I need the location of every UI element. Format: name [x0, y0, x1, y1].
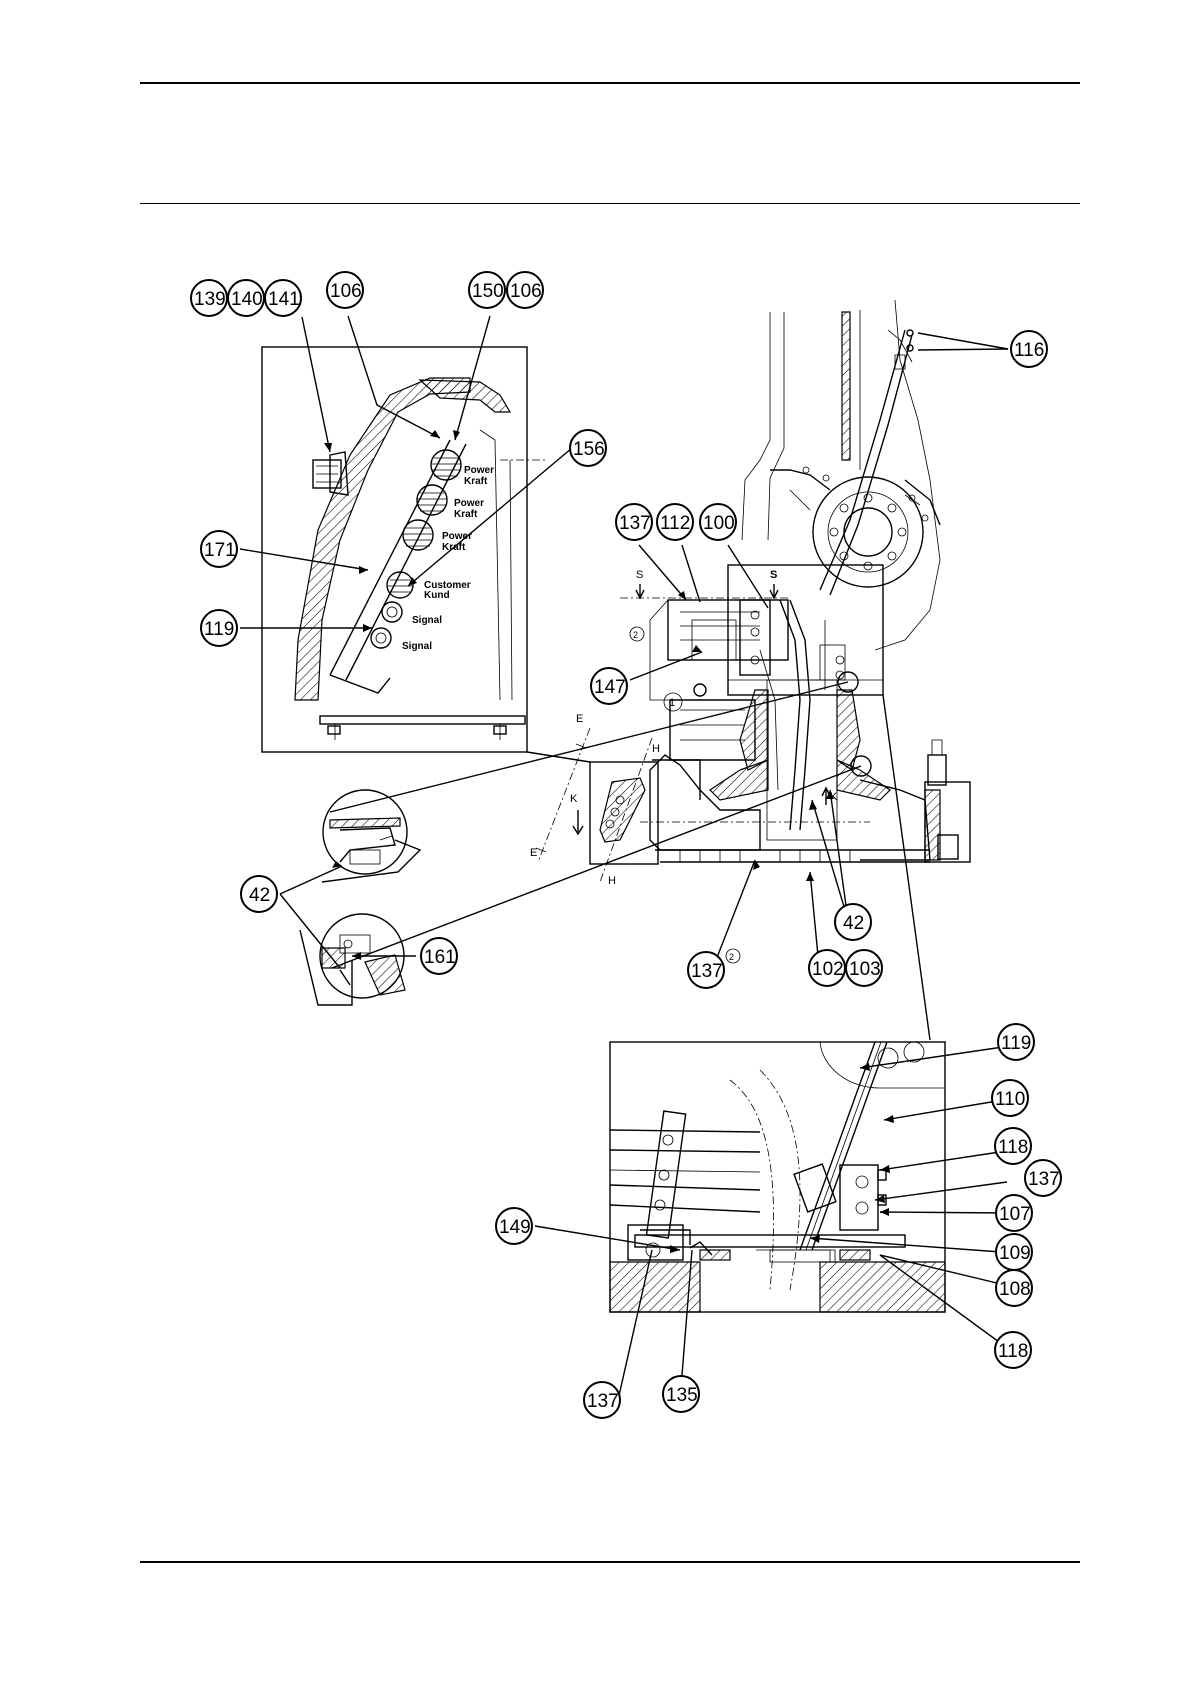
connector-signal-2 — [371, 628, 391, 648]
svg-text:107: 107 — [999, 1204, 1031, 1225]
small-panel-view: E E H H K — [530, 713, 660, 887]
svg-text:141: 141 — [268, 289, 300, 310]
callout-108: 108 — [996, 1270, 1032, 1306]
svg-text:137: 137 — [619, 513, 651, 534]
callout-137-c: 137 — [1025, 1160, 1061, 1196]
callout-135: 135 — [663, 1376, 699, 1412]
connector-power-1 — [431, 450, 461, 480]
callout-107: 107 — [996, 1195, 1032, 1231]
section-mark-h-top: H — [652, 743, 660, 755]
callout-118-b: 118 — [995, 1332, 1031, 1368]
main-assembly-view: S S — [620, 300, 970, 963]
section-mark-e-top: E — [576, 713, 583, 725]
callout-116: 116 — [1011, 331, 1047, 367]
svg-text:116: 116 — [1014, 340, 1044, 361]
section-mark-e-bottom: E — [530, 847, 537, 859]
callout-137-b: 137 — [688, 952, 724, 988]
detail-connection-box — [610, 1042, 945, 1312]
callout-161: 161 — [421, 938, 457, 974]
label-customer-sv: Kund — [424, 590, 450, 601]
callout-102: 102 — [809, 950, 845, 986]
callout-42-a: 42 — [241, 876, 277, 912]
svg-text:106: 106 — [510, 281, 542, 302]
callout-156: 156 — [570, 430, 606, 466]
callout-171: 171 — [201, 531, 237, 567]
svg-text:108: 108 — [999, 1279, 1031, 1300]
callout-119-b: 119 — [998, 1024, 1034, 1060]
callout-140: 140 — [228, 280, 264, 316]
label-signal-2: Signal — [402, 641, 432, 652]
connector-signal-1 — [382, 602, 402, 622]
svg-text:100: 100 — [703, 513, 735, 534]
svg-text:118: 118 — [998, 1137, 1028, 1158]
callout-119-a: 119 — [201, 610, 237, 646]
callout-149: 149 — [496, 1208, 532, 1244]
svg-text:135: 135 — [666, 1385, 698, 1406]
callout-109: 109 — [996, 1234, 1032, 1270]
svg-text:137: 137 — [587, 1391, 619, 1412]
svg-text:140: 140 — [231, 289, 263, 310]
svg-text:161: 161 — [424, 947, 456, 968]
callout-100: 100 — [700, 504, 736, 540]
label-power-2-sv: Kraft — [454, 509, 478, 520]
svg-text:147: 147 — [594, 677, 626, 698]
section-mark-h-bottom: H — [608, 875, 616, 887]
connector-power-3 — [403, 520, 433, 550]
svg-text:137: 137 — [1028, 1169, 1060, 1190]
callout-42-b: 42 — [835, 904, 871, 940]
section-mark-s-right: S — [770, 569, 777, 581]
callout-106-b: 106 — [507, 272, 543, 308]
svg-text:156: 156 — [573, 439, 605, 460]
detail-connector-panel: Power Kraft Power Kraft Power Kraft Cust… — [262, 347, 545, 752]
callout-139: 139 — [191, 280, 227, 316]
svg-text:137: 137 — [691, 961, 723, 982]
svg-text:102: 102 — [812, 959, 844, 980]
reference-circle-2-number: 2 — [633, 630, 638, 640]
reference-circle-2b-number: 2 — [729, 952, 734, 962]
svg-text:109: 109 — [999, 1243, 1031, 1264]
svg-text:139: 139 — [194, 289, 226, 310]
section-mark-s-left: S — [636, 569, 643, 581]
svg-text:118: 118 — [998, 1341, 1028, 1362]
callout-147: 147 — [591, 668, 627, 704]
svg-text:171: 171 — [204, 540, 236, 561]
svg-text:103: 103 — [849, 959, 881, 980]
section-mark-k-left: K — [570, 793, 578, 805]
callout-150: 150 — [469, 272, 505, 308]
callout-110: 110 — [992, 1080, 1028, 1116]
svg-text:106: 106 — [330, 281, 362, 302]
svg-text:150: 150 — [472, 281, 504, 302]
svg-text:119: 119 — [204, 619, 234, 640]
reference-circle-1-number: 1 — [669, 697, 675, 709]
svg-text:110: 110 — [995, 1089, 1025, 1110]
svg-text:42: 42 — [843, 913, 864, 934]
label-power-2-en: Power — [454, 498, 484, 509]
callout-103: 103 — [846, 950, 882, 986]
callout-137-a: 137 — [616, 504, 652, 540]
svg-text:42: 42 — [249, 885, 270, 906]
svg-text:112: 112 — [660, 513, 690, 534]
callout-112: 112 — [657, 504, 693, 540]
svg-text:119: 119 — [1001, 1033, 1031, 1054]
label-signal-1: Signal — [412, 615, 442, 626]
svg-text:149: 149 — [499, 1217, 531, 1238]
callout-106-a: 106 — [327, 272, 363, 308]
callout-141: 141 — [265, 280, 301, 316]
label-power-1-en: Power — [464, 465, 494, 476]
callout-118-a: 118 — [995, 1128, 1031, 1164]
callout-137-d: 137 — [584, 1382, 620, 1418]
label-power-1-sv: Kraft — [464, 476, 488, 487]
